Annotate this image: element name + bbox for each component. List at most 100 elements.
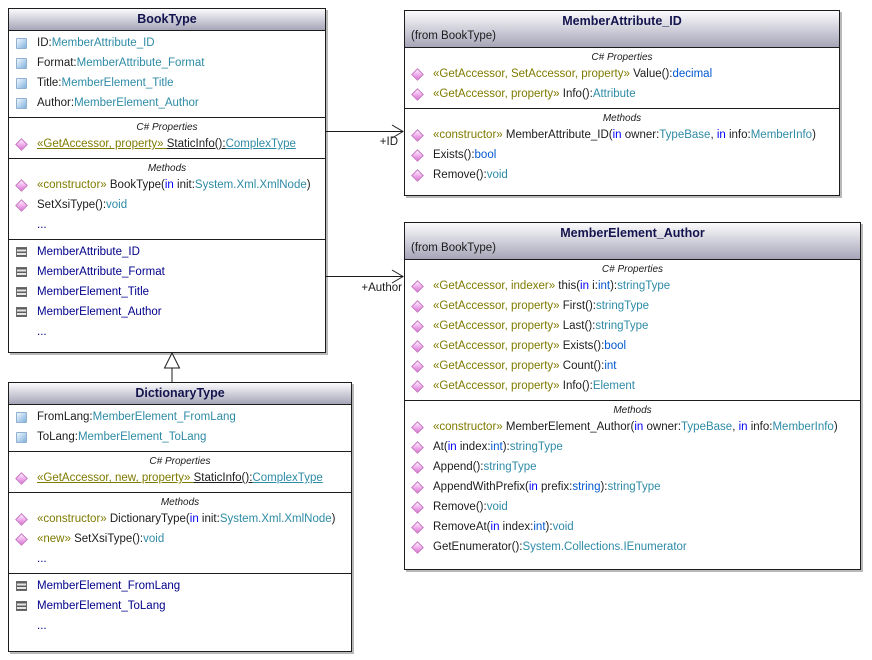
property-diamond-icon [411, 520, 424, 534]
member-text: AppendWithPrefix(in prefix:string):strin… [433, 481, 661, 493]
nested-row[interactable]: MemberAttribute_Format [9, 262, 325, 282]
nested-class-icon [16, 581, 27, 591]
section-label: Methods [602, 113, 642, 124]
property-row[interactable]: Append():stringType [405, 457, 860, 477]
property-row[interactable]: «constructor» MemberAttribute_ID(in owne… [405, 125, 839, 145]
class-section-methods: Methods«constructor» MemberElement_Autho… [405, 400, 860, 569]
class-box-memberelement-author[interactable]: MemberElement_Author (from BookType) C# … [404, 222, 861, 570]
property-row[interactable]: «GetAccessor, property» Exists():bool [405, 336, 860, 356]
property-row[interactable]: «new» SetXsiType():void [9, 529, 351, 549]
class-from-note: (from BookType) [411, 30, 496, 42]
section-label: Methods [147, 163, 187, 174]
member-text: «GetAccessor, SetAccessor, property» Val… [433, 68, 713, 80]
attribute-row[interactable]: Format:MemberAttribute_Format [9, 53, 325, 73]
property-diamond-icon [411, 420, 424, 434]
association-role-label-id[interactable]: +ID [379, 136, 398, 148]
nested-class-icon [16, 287, 27, 297]
ellipsis-row[interactable]: ... [9, 549, 351, 569]
class-box-memberattribute-id[interactable]: MemberAttribute_ID (from BookType) C# Pr… [404, 10, 840, 196]
class-section-c-properties: C# Properties«GetAccessor, indexer» this… [405, 260, 860, 400]
nested-row[interactable]: MemberElement_ToLang [9, 596, 351, 616]
section-label: Methods [613, 405, 652, 416]
property-row[interactable]: «GetAccessor, new, property» StaticInfo(… [9, 468, 351, 488]
property-row[interactable]: GetEnumerator():System.Collections.IEnum… [405, 537, 860, 557]
property-row[interactable]: Remove():void [405, 497, 860, 517]
property-row[interactable]: AppendWithPrefix(in prefix:string):strin… [405, 477, 860, 497]
property-diamond-icon [411, 299, 424, 313]
property-row[interactable]: «constructor» MemberElement_Author(in ow… [405, 417, 860, 437]
property-row[interactable]: «GetAccessor, SetAccessor, property» Val… [405, 64, 839, 84]
member-text: SetXsiType():void [37, 199, 128, 211]
ellipsis-row[interactable]: ... [9, 616, 351, 636]
property-row[interactable]: Exists():bool [405, 145, 839, 165]
attribute-row[interactable]: Title:MemberElement_Title [9, 73, 325, 93]
property-row[interactable]: «GetAccessor, property» First():stringTy… [405, 296, 860, 316]
property-row[interactable]: Remove():void [405, 165, 839, 185]
member-text: «GetAccessor, property» First():stringTy… [433, 300, 650, 312]
nested-class-icon [16, 247, 27, 257]
class-section-c-properties: C# Properties«GetAccessor, SetAccessor, … [405, 48, 839, 108]
property-diamond-icon [15, 512, 28, 526]
nested-row[interactable]: MemberElement_Title [9, 282, 325, 302]
section-label: C# Properties [149, 456, 211, 467]
member-text: At(in index:int):stringType [433, 441, 563, 453]
property-diamond-icon [411, 87, 424, 101]
member-text: ID:MemberAttribute_ID [37, 37, 155, 49]
property-row[interactable]: SetXsiType():void [9, 195, 325, 215]
property-diamond-icon [411, 339, 424, 353]
class-box-booktype[interactable]: BookType ID:MemberAttribute_ID Format:Mem… [8, 8, 326, 353]
property-row[interactable]: «GetAccessor, indexer» this(in i:int):st… [405, 276, 860, 296]
property-diamond-icon [411, 128, 424, 142]
property-row[interactable]: At(in index:int):stringType [405, 437, 860, 457]
section-label: C# Properties [601, 264, 664, 275]
member-text: «constructor» DictionaryType(in init:Sys… [37, 513, 336, 525]
member-text: Exists():bool [433, 149, 497, 161]
attribute-row[interactable]: FromLang:MemberElement_FromLang [9, 407, 351, 427]
nested-class-icon [16, 307, 27, 317]
row-indent-spacer [16, 327, 27, 338]
member-text: MemberAttribute_ID [37, 246, 140, 258]
member-text: GetEnumerator():System.Collections.IEnum… [433, 541, 687, 553]
attribute-row[interactable]: ToLang:MemberElement_ToLang [9, 427, 351, 447]
member-text: «GetAccessor, property» StaticInfo():Com… [37, 138, 296, 150]
attribute-row[interactable]: Author:MemberElement_Author [9, 93, 325, 113]
nested-row[interactable]: MemberAttribute_ID [9, 242, 325, 262]
nested-row[interactable]: MemberElement_FromLang [9, 576, 351, 596]
nested-class-icon [16, 267, 27, 277]
nested-row[interactable]: MemberElement_Author [9, 302, 325, 322]
class-title: MemberAttribute_ID [562, 14, 682, 28]
class-header: BookType [9, 9, 325, 31]
attribute-square-icon [16, 77, 27, 89]
class-section-c-properties: C# Properties«GetAccessor, new, property… [9, 451, 351, 492]
property-row[interactable]: «GetAccessor, property» StaticInfo():Com… [9, 134, 325, 154]
class-section-methods: Methods«constructor» MemberAttribute_ID(… [405, 108, 839, 195]
property-row[interactable]: «constructor» DictionaryType(in init:Sys… [9, 509, 351, 529]
class-box-dictionarytype[interactable]: DictionaryType FromLang:MemberElement_Fr… [8, 382, 352, 652]
property-row[interactable]: «constructor» BookType(in init:System.Xm… [9, 175, 325, 195]
association-author-connector[interactable] [326, 266, 405, 288]
ellipsis-row[interactable]: ... [9, 215, 325, 235]
class-header: DictionaryType [9, 383, 351, 405]
member-text: ... [37, 326, 47, 338]
property-diamond-icon [411, 480, 424, 494]
generalization-connector[interactable] [158, 351, 186, 383]
member-text: MemberElement_FromLang [37, 580, 181, 592]
association-role-label-author[interactable]: +Author [361, 282, 402, 294]
property-diamond-icon [411, 500, 424, 514]
property-row[interactable]: «GetAccessor, property» Info():Element [405, 376, 860, 396]
class-section-c-properties: C# Properties«GetAccessor, property» Sta… [9, 117, 325, 158]
property-diamond-icon [411, 440, 424, 454]
hollow-triangle-icon [163, 351, 181, 369]
property-diamond-icon [411, 359, 424, 373]
ellipsis-row[interactable]: ... [9, 322, 325, 342]
property-row[interactable]: «GetAccessor, property» Info():Attribute [405, 84, 839, 104]
association-id-connector[interactable] [326, 121, 405, 143]
attribute-row[interactable]: ID:MemberAttribute_ID [9, 33, 325, 53]
property-row[interactable]: «GetAccessor, property» Last():stringTyp… [405, 316, 860, 336]
property-row[interactable]: «GetAccessor, property» Count():int [405, 356, 860, 376]
member-text: Author:MemberElement_Author [37, 97, 199, 109]
property-row[interactable]: RemoveAt(in index:int):void [405, 517, 860, 537]
member-text: ToLang:MemberElement_ToLang [37, 431, 207, 443]
member-text: «GetAccessor, property» Count():int [433, 360, 617, 372]
